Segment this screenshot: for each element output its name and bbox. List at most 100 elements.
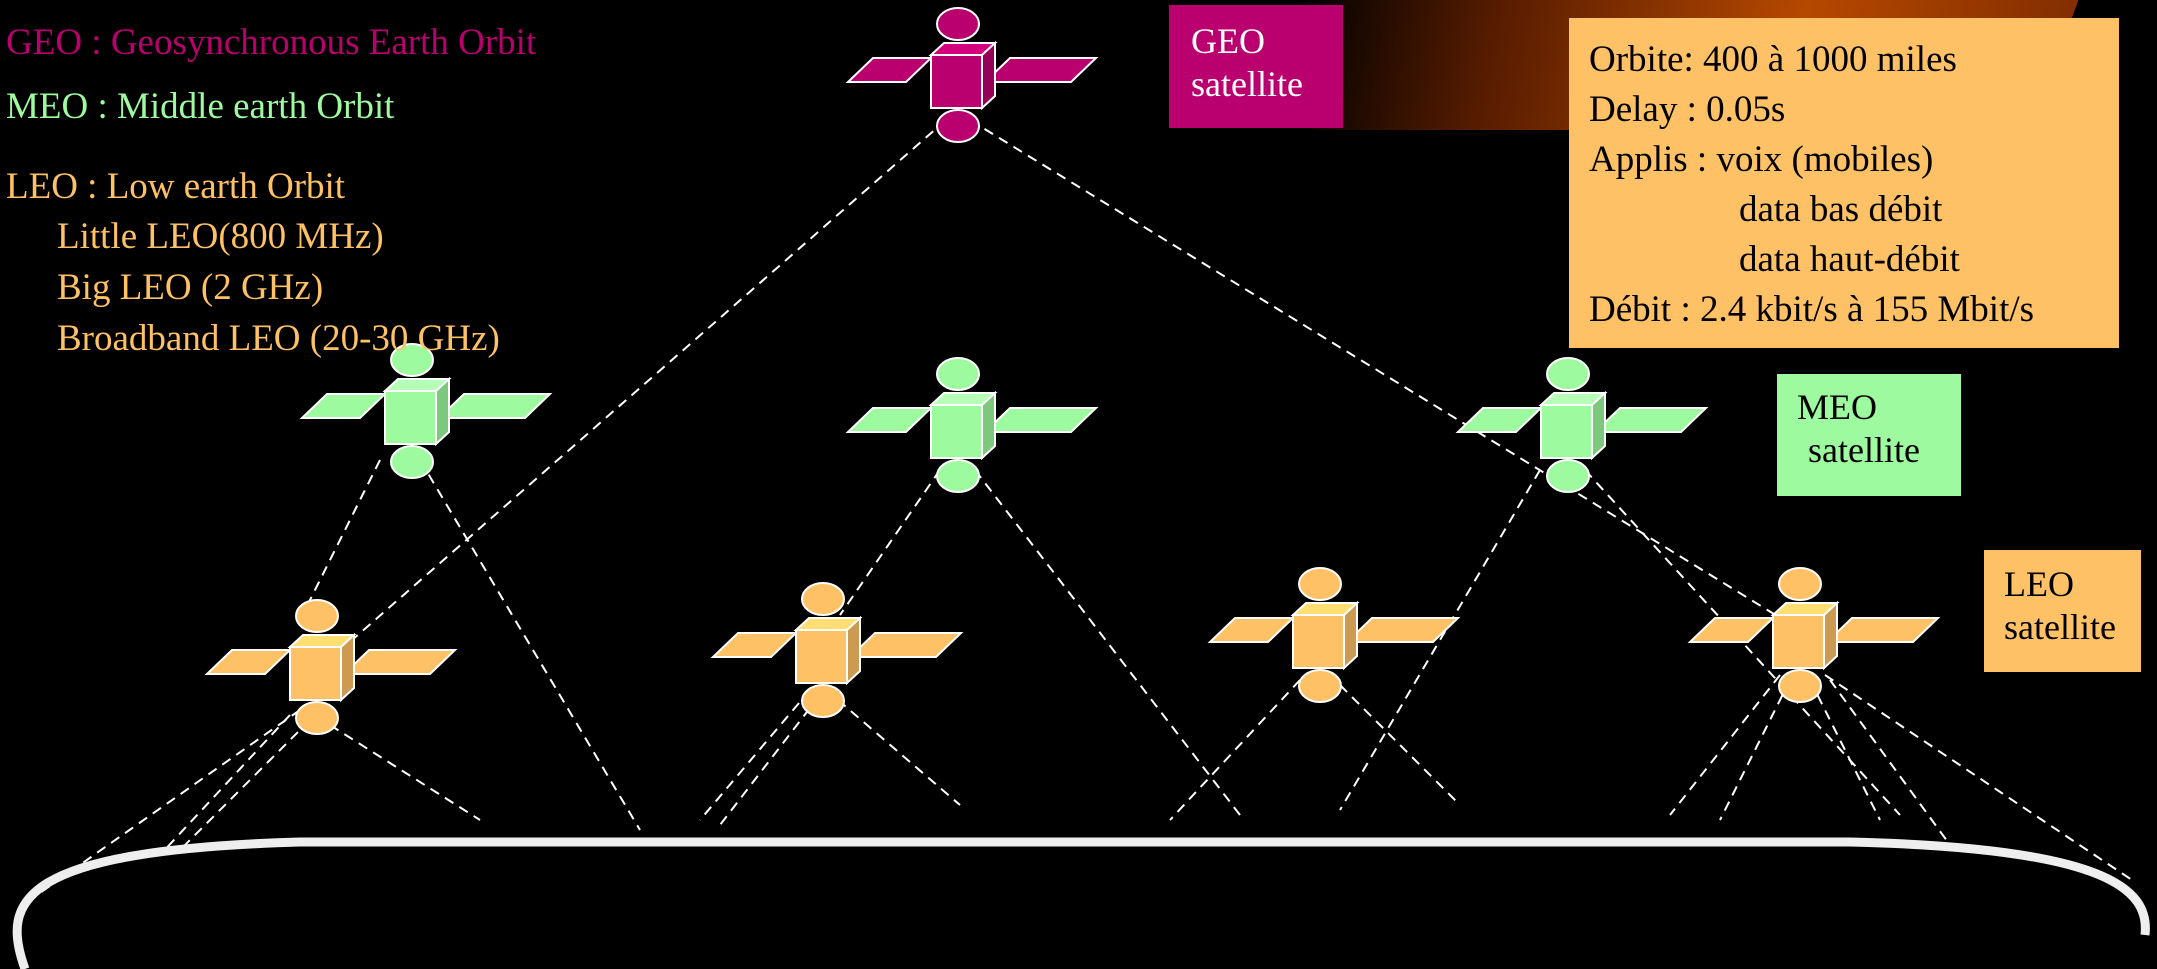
- info-app-high-rate: data haut-débit: [1739, 239, 1960, 280]
- earth-surface-arc: [12, 837, 2150, 969]
- legend-leo: LEO : Low earth Orbit: [6, 166, 346, 207]
- link-lines: [29, 119, 2136, 901]
- geo-satellite: [845, 7, 1099, 143]
- link-line-7: [1339, 469, 1541, 811]
- leo-satellite-badge: LEO satellite: [1984, 550, 2141, 672]
- geo-badge-line1: GEO: [1191, 21, 1265, 61]
- leo-satellite-2-part: [795, 629, 848, 684]
- leo-badge-line1: LEO: [2004, 564, 2074, 604]
- leo-satellite-4-part: [1778, 567, 1822, 601]
- link-line-14: [719, 694, 821, 826]
- link-line-8: [1584, 469, 1901, 816]
- info-app-low-rate: data bas débit: [1739, 189, 1943, 230]
- meo-badge-line2: satellite: [1808, 430, 1920, 470]
- leo-satellite-3-part: [1298, 669, 1342, 703]
- geo-badge-line2: satellite: [1191, 64, 1303, 104]
- link-line-10: [159, 714, 291, 856]
- link-line-5: [839, 469, 941, 616]
- meo-satellite-center-part: [981, 390, 996, 461]
- legend-meo: MEO : Middle earth Orbit: [6, 86, 395, 127]
- leo-satellite-3-part: [1343, 600, 1358, 671]
- leo-satellite-3-part: [1207, 617, 1296, 643]
- meo-satellite-right-part: [1540, 404, 1593, 459]
- meo-satellite-right: [1455, 357, 1709, 493]
- link-line-6: [974, 469, 1241, 816]
- geo-satellite-badge: GEO satellite: [1169, 5, 1343, 128]
- link-line-3: [299, 459, 381, 621]
- leo-satellite-2-part: [847, 632, 964, 658]
- link-line-12: [329, 724, 481, 821]
- link-line-19: [1719, 679, 1791, 821]
- meo-satellite-right-part: [1591, 390, 1606, 461]
- geo-satellite-part: [936, 109, 980, 143]
- leo-satellite-4-part: [1778, 669, 1822, 703]
- meo-badge-line1: MEO: [1797, 387, 1877, 427]
- legend-geo: GEO : Geosynchronous Earth Orbit: [6, 22, 537, 63]
- meo-satellite-left-part: [390, 445, 434, 479]
- link-line-18: [1669, 674, 1781, 816]
- meo-satellite-left-part: [299, 393, 388, 419]
- leo-satellite-4-part: [1823, 600, 1838, 671]
- leo-satellite-2: [710, 582, 964, 718]
- meo-satellite-center-part: [982, 407, 1099, 433]
- leo-info-box: Orbite: 400 à 1000 miles Delay : 0.05s A…: [1569, 18, 2119, 348]
- leo-satellite-3-part: [1298, 567, 1342, 601]
- leo-satellite-1-part: [204, 649, 293, 675]
- meo-satellite-left-part: [384, 390, 437, 445]
- link-line-4: [419, 459, 641, 831]
- leo-satellite-1-part: [289, 646, 342, 701]
- meo-satellite-left-part: [436, 393, 553, 419]
- meo-satellite-right-part: [1546, 459, 1590, 493]
- satellites: [204, 7, 1941, 735]
- meo-satellite-right-part: [1546, 357, 1590, 391]
- meo-satellite-center-part: [936, 459, 980, 493]
- geo-satellite-part: [981, 40, 996, 111]
- leo-satellite-2-part: [801, 582, 845, 616]
- leo-satellite-1-part: [341, 649, 458, 675]
- leo-satellite-3-part: [1292, 614, 1345, 669]
- meo-satellite-center-part: [930, 404, 983, 459]
- meo-satellite-center: [845, 357, 1099, 493]
- link-line-21: [1829, 679, 1951, 846]
- info-delay: Delay : 0.05s: [1589, 89, 1786, 130]
- leo-satellite-4: [1687, 567, 1941, 703]
- meo-satellite-left: [299, 343, 553, 479]
- geo-satellite-part: [930, 54, 983, 109]
- link-line-17: [1339, 684, 1461, 806]
- meo-satellite-center-part: [845, 407, 934, 433]
- meo-satellite-center-part: [936, 357, 980, 391]
- meo-satellite-badge: MEO satellite: [1777, 374, 1961, 496]
- leo-satellite-2-part: [801, 684, 845, 718]
- leo-satellite-1-part: [295, 701, 339, 735]
- leo-badge-line2: satellite: [2004, 607, 2116, 647]
- link-line-16: [1169, 679, 1301, 821]
- legend-leo-little: Little LEO(800 MHz): [57, 216, 384, 257]
- leo-satellite-4-part: [1687, 617, 1776, 643]
- link-line-11: [179, 719, 311, 851]
- info-applications: Applis : voix (mobiles): [1589, 139, 1934, 180]
- link-line-2: [969, 119, 1801, 631]
- link-line-20: [1809, 679, 1881, 821]
- leo-satellite-3: [1207, 567, 1461, 703]
- meo-satellite-right-part: [1455, 407, 1544, 433]
- leo-satellite-2-part: [710, 632, 799, 658]
- leo-satellite-3-part: [1344, 617, 1461, 643]
- link-line-15: [837, 699, 961, 806]
- meo-satellite-left-part: [390, 343, 434, 377]
- leo-satellite-4-part: [1772, 614, 1825, 669]
- leo-satellite-1: [204, 599, 458, 735]
- meo-satellite-right-part: [1592, 407, 1709, 433]
- geo-satellite-part: [936, 7, 980, 41]
- leo-satellite-1-part: [340, 632, 355, 703]
- leo-satellite-1-part: [295, 599, 339, 633]
- link-line-13: [699, 689, 811, 821]
- geo-satellite-part: [982, 57, 1099, 83]
- leo-satellite-2-part: [846, 615, 861, 686]
- legend-leo-broadband: Broadband LEO (20-30 GHz): [57, 318, 500, 359]
- info-orbit: Orbite: 400 à 1000 miles: [1589, 39, 1957, 80]
- geo-satellite-part: [845, 57, 934, 83]
- info-rate: Débit : 2.4 kbit/s à 155 Mbit/s: [1589, 289, 2035, 330]
- meo-satellite-left-part: [435, 376, 450, 447]
- legend-leo-big: Big LEO (2 GHz): [57, 267, 324, 308]
